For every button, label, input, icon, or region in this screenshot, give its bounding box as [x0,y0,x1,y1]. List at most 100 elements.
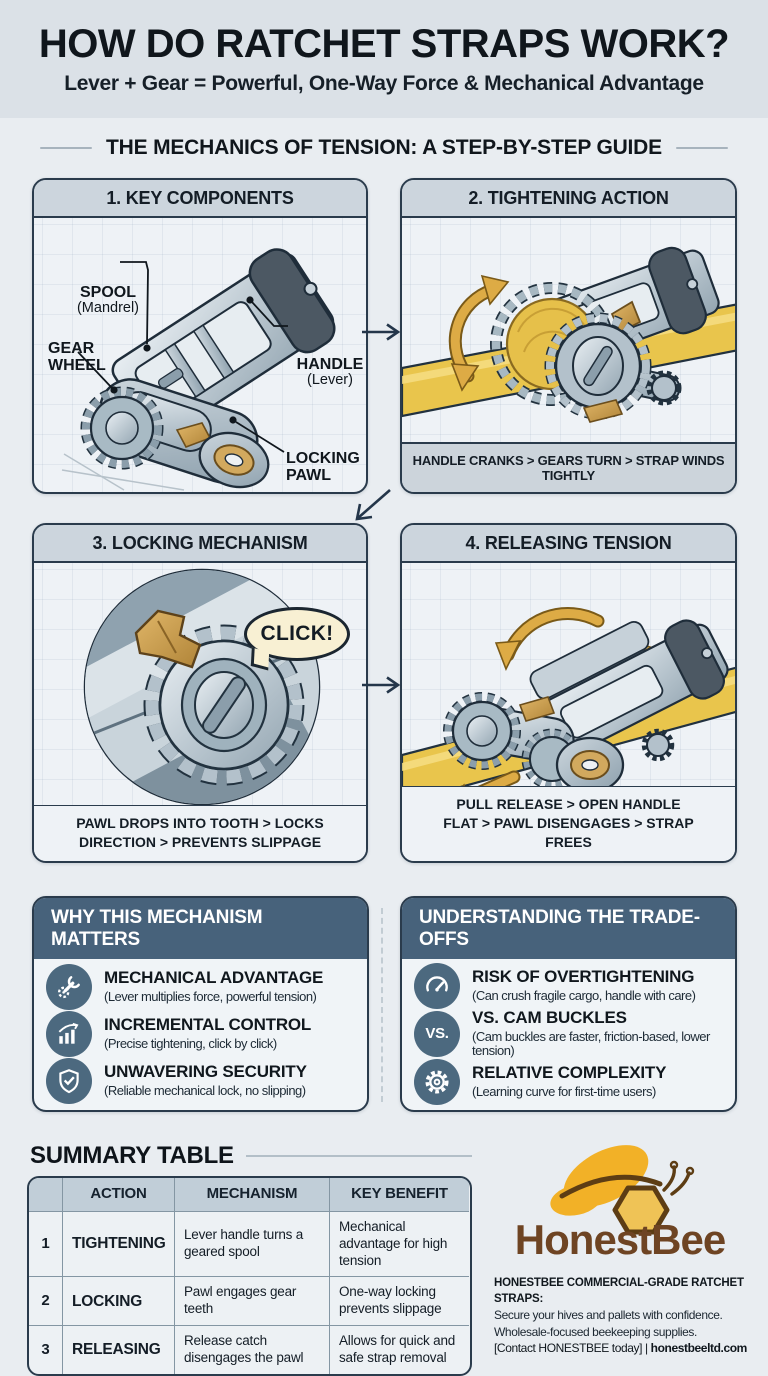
panel4-caption: PULL RELEASE > OPEN HANDLE FLAT > PAWL D… [402,786,735,861]
section-title: THE MECHANICS OF TENSION: A STEP-BY-STEP… [106,136,662,159]
list-item: RISK OF OVERTIGHTENING (Can crush fragil… [414,963,723,1009]
benefit-desc: (Precise tightening, click by click) [104,1035,277,1051]
brand-line1: Secure your hives and pallets with confi… [494,1308,723,1323]
honestbee-logo-icon [550,1145,695,1235]
table-cell-benefit: One-way locking prevents slippage [330,1277,469,1327]
panel-releasing-tension: 4. RELEASING TENSION [400,523,737,863]
benefit-desc: (Lever multiplies force, powerful tensio… [104,988,317,1004]
section-rule-right [675,147,728,149]
vs-icon: VS. [414,1010,460,1057]
label-locking-pawl: LOCKING PAWL [286,450,360,485]
panel2-illustration [402,218,735,442]
table-header-benefit: KEY BENEFIT [330,1178,469,1212]
wrench-gear-icon [46,963,92,1010]
flow-arrow-right2-icon [360,675,406,695]
tradeoff-desc: (Cam buckles are faster, friction-based,… [472,1028,710,1059]
benefit-text: MECHANICAL ADVANTAGE (Lever multiplies f… [104,967,355,1004]
benefit-text: INCREMENTAL CONTROL (Precise tightening,… [104,1015,355,1051]
vs-icon-text: VS. [425,1025,449,1043]
table-header-num [29,1178,63,1212]
list-item: MECHANICAL ADVANTAGE (Lever multiplies f… [46,963,355,1010]
benefit-desc: (Reliable mechanical lock, no slipping) [104,1082,306,1098]
panel-locking-mechanism: 3. LOCKING MECHANISM [32,523,368,863]
list-item: UNWAVERING SECURITY (Reliable mechanical… [46,1057,355,1104]
tradeoff-desc: (Learning curve for first-time users) [472,1083,656,1099]
section-rule-left [40,147,93,149]
label-spool: SPOOL (Mandrel) [62,284,154,317]
summary-heading: SUMMARY TABLE [30,1142,472,1170]
brand-wordmark: HonestBee [514,1216,726,1263]
tradeoffs-title: UNDERSTANDING THE TRADE-OFFS [402,898,735,959]
label-spool-sub: (Mandrel) [76,300,140,317]
list-item: VS. VS. CAM BUCKLES (Cam buckles are fas… [414,1008,723,1059]
benefits-title: WHY THIS MECHANISM MATTERS [34,898,367,959]
table-cell-action: TIGHTENING [63,1211,175,1278]
panel2-caption: HANDLE CRANKS > GEARS TURN > STRAP WINDS… [402,442,735,492]
table-row: 3 [29,1326,63,1374]
page-subtitle: Lever + Gear = Powerful, One-Way Force &… [64,72,704,95]
header-band [0,0,768,118]
table-cell-mechanism: Lever handle turns a geared spool [175,1211,330,1278]
tradeoff-title: RELATIVE COMPLEXITY [472,1063,667,1083]
tradeoff-text: VS. CAM BUCKLES (Cam buckles are faster,… [472,1008,723,1059]
gear-icon [414,1058,460,1105]
table-row: 1 [29,1211,63,1278]
tradeoffs-items: RISK OF OVERTIGHTENING (Can crush fragil… [402,959,735,1110]
benefit-title: UNWAVERING SECURITY [104,1061,307,1081]
benefits-items: MECHANICAL ADVANTAGE (Lever multiplies f… [34,959,367,1110]
table-cell-mechanism: Release catch disengages the pawl [175,1326,330,1374]
panel4-illustration [402,563,735,787]
table-cell-benefit: Allows for quick and safe strap removal [339,1333,456,1365]
brand-website: honestbeeltd.com [650,1340,748,1355]
panel1-title: 1. KEY COMPONENTS [34,180,366,218]
table-cell-benefit: Mechanical advantage for high tension [330,1212,469,1278]
benefits-box: WHY THIS MECHANISM MATTERS MECHANICAL AD… [32,896,369,1112]
brand-copy: HONESTBEE COMMERCIAL-GRADE RATCHET STRAP… [494,1276,762,1356]
label-handle-text: HANDLE [296,356,364,373]
tradeoffs-box: UNDERSTANDING THE TRADE-OFFS RISK OF OVE… [400,896,737,1112]
label-handle-sub: (Lever) [307,372,353,389]
panel3-caption-text: PAWL DROPS INTO TOOTH > LOCKS DIRECTION … [76,815,324,851]
panel3-caption: PAWL DROPS INTO TOOTH > LOCKS DIRECTION … [34,805,366,861]
gauge-icon [414,963,460,1009]
click-bubble: CLICK! [244,607,350,661]
label-gear-wheel: GEAR WHEEL [48,340,106,375]
panel3-illustration: CLICK! [34,563,366,806]
ratchet-components-drawing [61,248,336,491]
panel3-title: 3. LOCKING MECHANISM [34,525,366,563]
table-row: 2 [29,1277,63,1327]
table-header-action: ACTION [63,1178,175,1212]
panel1-illustration: SPOOL (Mandrel) GEAR WHEEL HANDLE (Lever… [34,218,366,492]
dashed-divider [381,908,383,1102]
label-handle: HANDLE (Lever) [292,356,366,389]
tightening-drawing [402,246,735,423]
tradeoff-text: RISK OF OVERTIGHTENING (Can crush fragil… [472,968,723,1003]
table-header-mechanism: MECHANISM [175,1178,330,1212]
shield-check-icon [46,1057,92,1104]
table-cell-action: LOCKING [63,1277,175,1327]
brand-line2: Wholesale-focused beekeeping supplies. [494,1324,697,1339]
list-item: INCREMENTAL CONTROL (Precise tightening,… [46,1010,355,1057]
panel-key-components: 1. KEY COMPONENTS [32,178,368,494]
panel4-title: 4. RELEASING TENSION [402,525,735,563]
table-cell-mechanism: Pawl engages gear teeth [175,1277,330,1327]
benefit-title: MECHANICAL ADVANTAGE [104,967,324,987]
brand-contact-text: [Contact HONESTBEE today] | [494,1340,648,1355]
table-cell-action: RELEASING [63,1326,175,1374]
panel-tightening-action: 2. TIGHTENING ACTION [400,178,737,494]
brand-tagline: HONESTBEE COMMERCIAL-GRADE RATCHET STRAP… [494,1277,744,1305]
panel4-caption-text: PULL RELEASE > OPEN HANDLE FLAT > PAWL D… [443,796,694,851]
flow-arrow-down-left-icon [348,488,394,524]
summary-rule [245,1155,472,1157]
releasing-drawing [402,606,735,787]
summary-table: ACTION MECHANISM KEY BENEFIT 1 TIGHTENIN… [27,1176,472,1376]
tradeoff-title: VS. CAM BUCKLES [472,1008,627,1027]
tradeoff-text: RELATIVE COMPLEXITY (Learning curve for … [472,1063,723,1099]
tradeoff-desc: (Can crush fragile cargo, handle with ca… [472,988,696,1004]
growth-chart-icon [46,1010,92,1057]
list-item: RELATIVE COMPLEXITY (Learning curve for … [414,1058,723,1105]
label-spool-text: SPOOL [79,284,136,301]
benefit-text: UNWAVERING SECURITY (Reliable mechanical… [104,1061,355,1098]
page-title: HOW DO RATCHET STRAPS WORK? [38,22,730,66]
